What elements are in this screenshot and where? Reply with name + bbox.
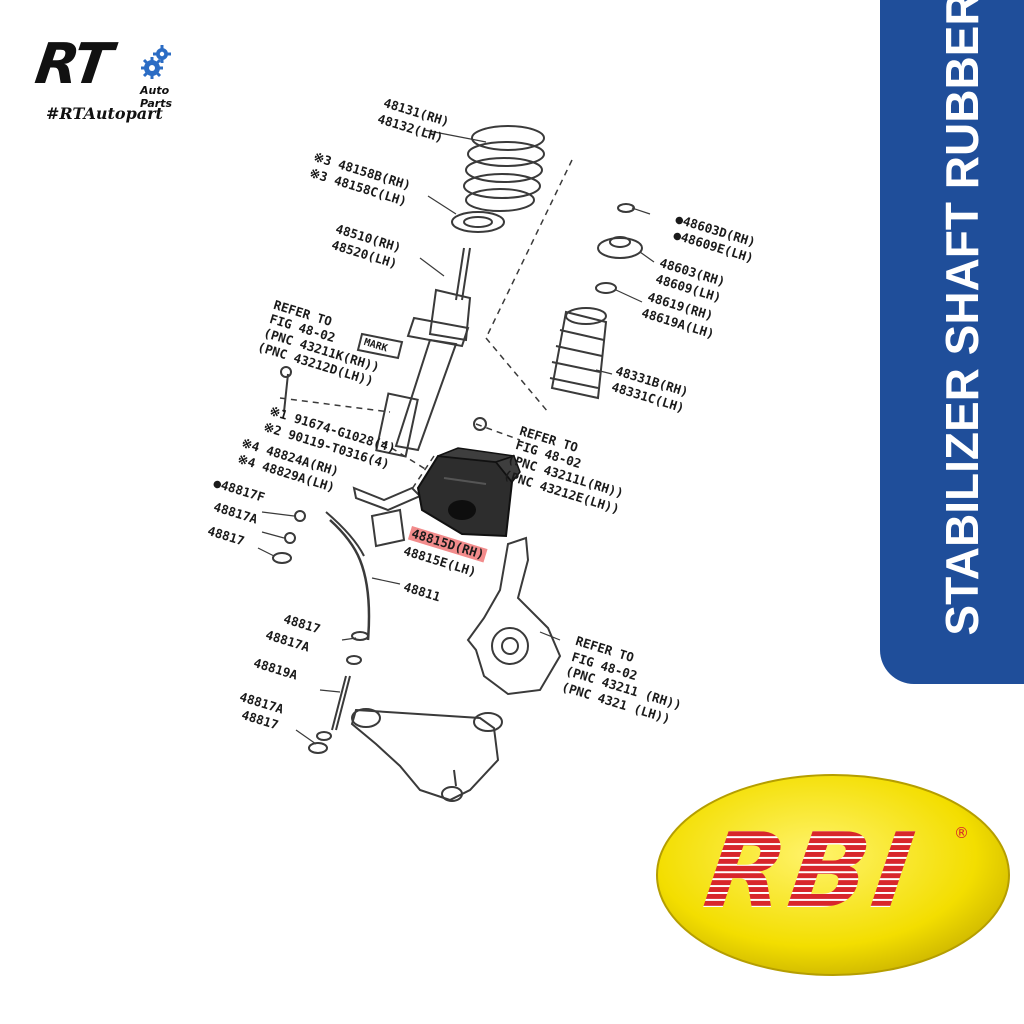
lower-control-arm: [350, 708, 503, 802]
hardware: [272, 366, 487, 564]
rbi-logo: RBI ®: [654, 772, 1012, 978]
steering-knuckle: [466, 536, 562, 696]
dust-boot: [549, 203, 643, 400]
logo-brand: RT: [31, 32, 114, 97]
rbi-wordmark: RBI: [697, 810, 925, 932]
product-title: STABILIZER SHAFT RUBBER: [936, 0, 988, 636]
logo-hashtag: #RTAutopart: [46, 104, 163, 123]
rt-autoparts-logo: RT Auto Parts #RTAutopart: [31, 32, 202, 130]
spring-seat: [451, 211, 505, 233]
bracket: [370, 508, 406, 548]
title-banner: [880, 0, 1024, 684]
gear-icon: [141, 45, 171, 79]
logo-subtitle: Auto Parts: [140, 84, 173, 110]
coil-spring: [463, 125, 545, 212]
strut: [375, 247, 472, 458]
registered-mark: ®: [954, 824, 969, 842]
rbi-logo-oval: [656, 774, 1010, 976]
stabilizer-link: [308, 631, 369, 754]
stabilizer-bushing: [416, 447, 521, 538]
stabilizer-bar: [329, 519, 371, 641]
